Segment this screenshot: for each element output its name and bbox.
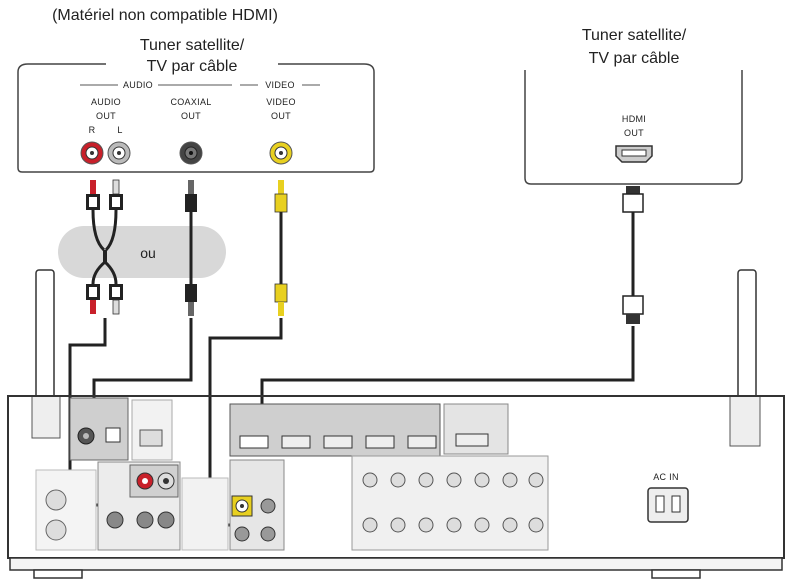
hdmi-out-port [615,145,653,163]
hdmi-out-label-2: OUT [624,128,644,138]
coaxial-label: COAXIAL [170,97,211,107]
antenna-right [729,269,761,447]
video-out-label-2: OUT [271,111,291,121]
hdmi-cable [622,186,644,324]
video-cable [274,180,288,316]
group-video-label: VIDEO [265,80,295,90]
right-device-title-2: TV par câble [589,50,680,67]
hdmi-out-label: HDMI [622,114,646,124]
video-out-jack [269,141,293,165]
group-audio-label: AUDIO [123,80,153,90]
audio-out-label-2: OUT [96,111,116,121]
right-device-title-1: Tuner satellite/ [582,27,687,44]
grid-panel [181,477,229,551]
coaxial-out-jack [179,141,203,165]
audio-out-label: AUDIO [91,97,121,107]
left-device-box [17,82,375,173]
coaxial-cable [185,180,197,316]
video-out-label: VIDEO [266,97,296,107]
coaxial-label-2: OUT [181,111,201,121]
ac-in-label: AC IN [653,472,679,482]
l-label: L [117,125,122,135]
right-device-box [524,70,743,185]
r-label: R [89,125,96,135]
rca-audio-plug-bottom [86,284,123,315]
compat-note: (Matériel non compatible HDMI) [52,7,278,24]
audio-out-l-jack [107,141,131,165]
ac-in-socket [647,487,689,523]
receiver-foot-left [33,569,83,579]
speaker-terminals [351,455,549,551]
left-device-title-1: Tuner satellite/ [140,37,245,54]
or-label: ou [140,245,156,261]
receiver-foot-right [651,569,701,579]
rca-audio-plug-top [86,179,123,210]
antenna-left [31,269,61,439]
left-device-title-2: TV par câble [147,58,238,75]
audio-out-r-jack [80,141,104,165]
